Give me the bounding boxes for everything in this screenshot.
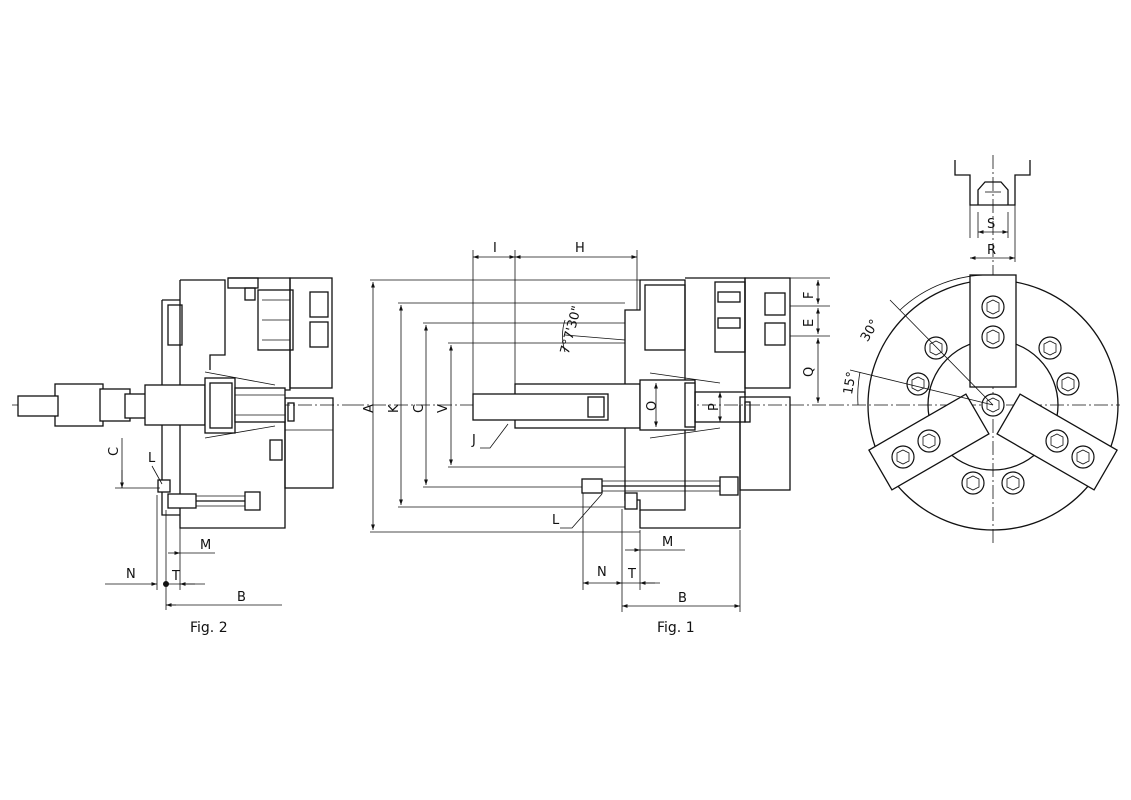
dim-h: H xyxy=(575,241,585,256)
dim-a: A xyxy=(362,404,377,413)
fig2-side-view: C L M N T B Fig. 2 xyxy=(12,277,350,636)
angle-30: 30° xyxy=(858,317,883,344)
dim-b-fig2: B xyxy=(237,590,246,605)
angle-15: 15° xyxy=(841,371,860,396)
dim-p: P xyxy=(707,403,722,411)
dim-l: L xyxy=(552,513,560,528)
dim-k: K xyxy=(387,404,402,413)
dim-e: E xyxy=(802,319,817,327)
dim-f: F xyxy=(802,292,817,299)
dim-i: I xyxy=(493,241,497,256)
dim-n: N xyxy=(597,565,607,580)
fig1-section-view: A K C V I H 7°7'30" J O P xyxy=(350,241,830,636)
dim-b: B xyxy=(678,591,687,606)
dim-q: Q xyxy=(802,367,817,377)
dim-s: S xyxy=(987,217,995,232)
dim-n-fig2: N xyxy=(126,567,136,582)
fig1-caption: Fig. 1 xyxy=(657,620,695,636)
fig2-caption: Fig. 2 xyxy=(190,620,228,636)
dim-m-fig2: M xyxy=(200,538,211,553)
dim-c: C xyxy=(412,404,427,413)
dim-l-fig2: L xyxy=(148,451,156,466)
dim-o: O xyxy=(645,401,660,411)
dim-m: M xyxy=(662,535,673,550)
dim-t: T xyxy=(627,567,636,582)
front-view: S R xyxy=(830,155,1120,545)
dim-t-fig2: T xyxy=(171,569,180,584)
dim-v: V xyxy=(436,404,451,413)
dim-r: R xyxy=(987,243,996,258)
dim-j: J xyxy=(471,433,476,448)
dim-c-fig2: C xyxy=(107,447,122,456)
taper-angle: 7°7'30" xyxy=(558,304,585,355)
